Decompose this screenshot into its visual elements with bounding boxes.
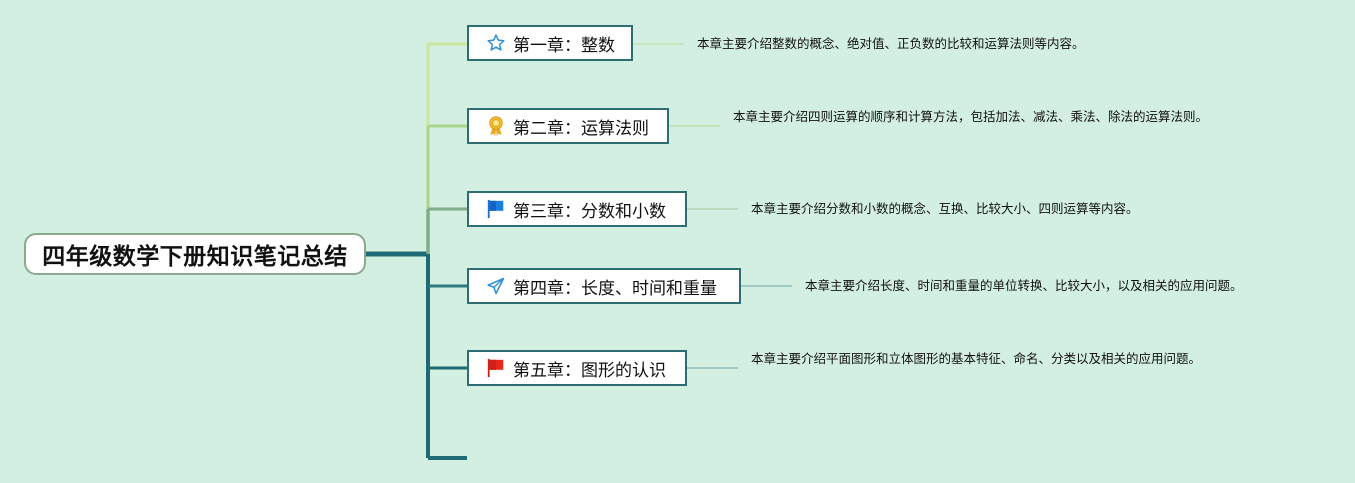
award-ribbon-icon: [485, 115, 507, 137]
chapter-5-description: 本章主要介绍平面图形和立体图形的基本特征、命名、分类以及相关的应用问题。: [751, 351, 1202, 366]
root-topic[interactable]: 四年级数学下册知识笔记总结: [24, 233, 366, 275]
chapter-2-node[interactable]: 第二章：运算法则: [467, 108, 669, 144]
chapter-5-label: 第五章：图形的认识: [513, 360, 666, 381]
chapter-3-label: 第三章：分数和小数: [513, 201, 666, 222]
chapter-3-description: 本章主要介绍分数和小数的概念、互换、比较大小、四则运算等内容。: [751, 201, 1139, 216]
red-flag-icon: [485, 357, 507, 379]
chapter-1-label: 第一章：整数: [513, 35, 615, 56]
chapter-3-node[interactable]: 第三章：分数和小数: [467, 191, 687, 227]
chapter-4-description: 本章主要介绍长度、时间和重量的单位转换、比较大小，以及相关的应用问题。: [805, 278, 1243, 293]
chapter-2-label: 第二章：运算法则: [513, 118, 649, 139]
blue-flag-icon: [485, 198, 507, 220]
chapter-4-node[interactable]: 第四章：长度、时间和重量: [467, 268, 741, 304]
chapter-2-description: 本章主要介绍四则运算的顺序和计算方法，包括加法、减法、乘法、除法的运算法则。: [733, 109, 1209, 124]
paper-plane-icon: [485, 275, 507, 297]
chapter-1-node[interactable]: 第一章：整数: [467, 25, 633, 61]
star-icon: [485, 32, 507, 54]
chapter-5-node[interactable]: 第五章：图形的认识: [467, 350, 687, 386]
root-topic-label: 四年级数学下册知识笔记总结: [42, 244, 348, 270]
chapter-1-description: 本章主要介绍整数的概念、绝对值、正负数的比较和运算法则等内容。: [697, 36, 1085, 51]
chapter-4-label: 第四章：长度、时间和重量: [513, 278, 717, 299]
